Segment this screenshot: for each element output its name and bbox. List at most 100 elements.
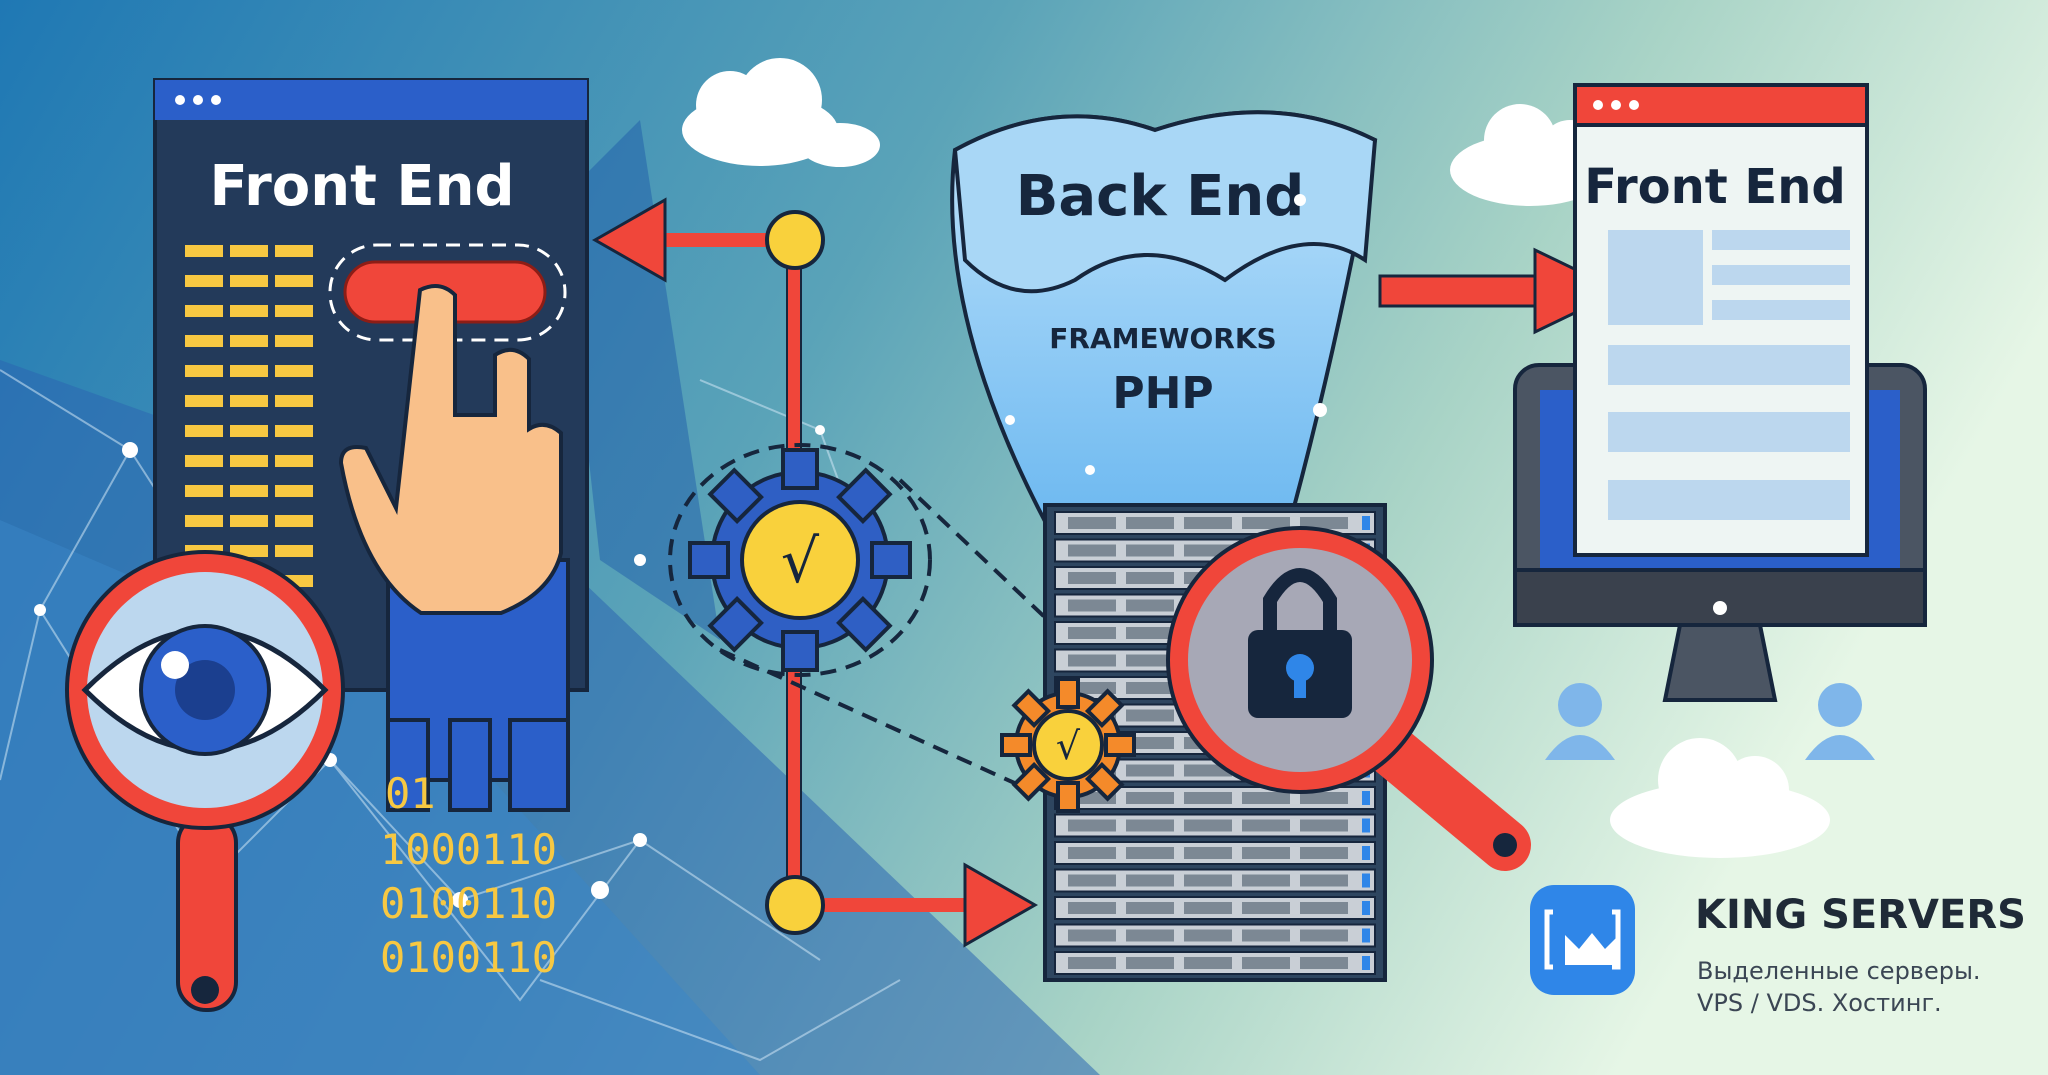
server-bay: [1126, 737, 1174, 749]
server-bay: [1242, 902, 1290, 914]
brand-tagline-2: VPS / VDS. Хостинг.: [1697, 989, 1942, 1017]
server-bay: [1068, 572, 1116, 584]
network-nodes: [34, 425, 825, 908]
gear-tooth: [781, 630, 819, 672]
text-line-bar: [230, 425, 268, 437]
server-bay: [1242, 517, 1290, 529]
bg-polygon-accent: [560, 120, 720, 640]
gear-tooth: [1104, 733, 1136, 757]
text-line-bar: [185, 515, 223, 527]
right-frontend-window: Front End: [1573, 83, 1869, 557]
right-window-titlebar: [1573, 83, 1869, 127]
gear-tooth: [707, 467, 764, 524]
server-bay: [1184, 929, 1232, 942]
text-line-bar: [230, 515, 268, 527]
user-icon-right: [1805, 683, 1875, 760]
text-line-bar: [185, 305, 223, 317]
text-line-bar: [230, 305, 268, 317]
server-bay: [1242, 874, 1290, 887]
server-bay: [1068, 819, 1116, 832]
text-line-bar: [230, 485, 268, 497]
magnifier-lock: [1166, 526, 1531, 871]
server-led: [1362, 901, 1370, 915]
server-bay: [1126, 517, 1174, 529]
arrow-to-frontend: [591, 197, 667, 283]
text-line-bar: [230, 365, 268, 377]
server-bay: [1126, 764, 1174, 777]
server-led: [1362, 846, 1370, 860]
text-line-bar: [275, 395, 313, 407]
server-bay: [1184, 957, 1232, 969]
server-bay: [1126, 709, 1174, 722]
server-bay: [1068, 957, 1116, 969]
binary-line-3: 0100110: [380, 879, 557, 928]
server-bay: [1242, 819, 1290, 832]
gear-orange-check: √: [1056, 724, 1081, 768]
text-line-bar: [185, 335, 223, 347]
server-bay: [1242, 792, 1290, 804]
server-bay: [1068, 517, 1116, 529]
server-bay: [1184, 764, 1232, 777]
server-bay: [1068, 654, 1116, 667]
backend-language: PHP: [1112, 368, 1213, 419]
gear-tooth: [781, 448, 819, 490]
server-bay: [1126, 902, 1174, 914]
text-line-bar: [275, 515, 313, 527]
text-line-bar: [185, 455, 223, 467]
server-bay: [1300, 902, 1348, 914]
server-bay: [1068, 902, 1116, 914]
server-bay: [1300, 819, 1348, 832]
gear-tooth: [1056, 677, 1080, 709]
server-bay: [1068, 599, 1116, 612]
backend-ice: Back End FRAMEWORKS PHP: [950, 110, 1378, 572]
cloud-bottom-right: [1610, 738, 1830, 858]
gear-tooth: [1011, 688, 1052, 729]
text-line-bar: [230, 245, 268, 257]
backend-frameworks: FRAMEWORKS: [1049, 322, 1276, 355]
text-line-bar: [275, 485, 313, 497]
gear-tooth: [1000, 733, 1032, 757]
left-window-titlebar: [155, 80, 587, 120]
text-line-bar: [185, 425, 223, 437]
cloud-top: [682, 58, 880, 167]
server-bay: [1126, 874, 1174, 887]
gear-tooth: [836, 467, 893, 524]
gear-orange: √: [1000, 677, 1136, 813]
text-line-bar: [230, 335, 268, 347]
text-line-bar: [185, 365, 223, 377]
text-line-bar: [275, 275, 313, 287]
text-line-bar: [230, 455, 268, 467]
text-line-bar: [275, 365, 313, 377]
server-bay: [1126, 929, 1174, 942]
server-led: [1362, 873, 1370, 888]
arrow-to-server: [963, 862, 1039, 948]
text-line-bar: [275, 545, 313, 557]
gear-tooth: [1084, 688, 1125, 729]
binary-line-1: 01: [385, 769, 436, 818]
server-bay: [1126, 682, 1174, 694]
server-bay: [1184, 792, 1232, 804]
server-bay: [1126, 572, 1174, 584]
server-bay: [1126, 792, 1174, 804]
server-led: [1362, 818, 1370, 833]
binary-code: 01 1000110 0100110 0100110: [380, 769, 557, 982]
text-line-bar: [185, 395, 223, 407]
gear-blue: √: [688, 448, 912, 672]
server-bay: [1068, 929, 1116, 942]
server-bay: [1184, 847, 1232, 859]
server-bay: [1126, 819, 1174, 832]
gear-tooth: [1011, 761, 1052, 802]
server-bay: [1126, 544, 1174, 557]
binary-line-4: 0100110: [380, 933, 557, 982]
server-bay: [1184, 902, 1232, 914]
server-bay: [1300, 874, 1348, 887]
text-line-bar: [185, 275, 223, 287]
server-bay: [1242, 847, 1290, 859]
crown-logo-icon: [1530, 885, 1635, 995]
server-bay: [1184, 819, 1232, 832]
server-bay: [1300, 929, 1348, 942]
server-bay: [1126, 654, 1174, 667]
server-bay: [1126, 627, 1174, 639]
server-bay: [1300, 847, 1348, 859]
